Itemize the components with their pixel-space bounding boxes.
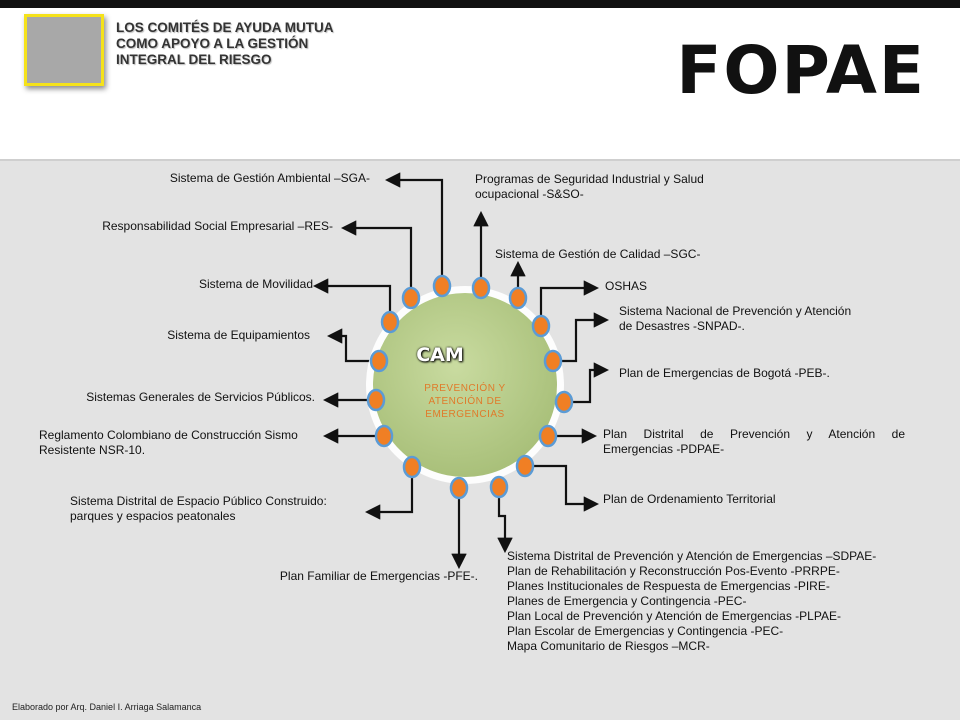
node <box>554 390 574 414</box>
list-item-plpae: Plan Local de Prevención y Atención de E… <box>507 609 841 623</box>
label-nsr10-line-2: Resistente NSR-10. <box>39 443 146 457</box>
label-pdpae-line-1: Plan Distrital de Prevención y Atención … <box>603 427 905 441</box>
label-equipamientos: Sistema de Equipamientos <box>167 328 310 342</box>
logo-placeholder <box>24 14 104 86</box>
connector-oshas <box>539 280 600 326</box>
node <box>543 349 563 373</box>
connector-sga <box>384 172 444 286</box>
connector-sdpae <box>497 487 513 554</box>
connector-movilidad <box>312 278 392 322</box>
center-subtitle-line-3: EMERGENCIAS <box>425 409 505 420</box>
node <box>515 454 535 478</box>
header-title-line-3: INTEGRAL DEL RIESGO <box>116 52 272 67</box>
list-item-pec-escolar: Plan Escolar de Emergencias y Contingenc… <box>507 624 784 638</box>
label-servicios: Sistemas Generales de Servicios Públicos… <box>86 390 315 404</box>
connector-peb <box>564 362 610 404</box>
node <box>380 310 400 334</box>
node <box>374 424 394 448</box>
node <box>432 274 452 298</box>
node <box>402 455 422 479</box>
connector-equipamientos <box>326 328 379 363</box>
label-sga: Sistema de Gestión Ambiental –SGA- <box>169 171 370 185</box>
node <box>449 476 469 500</box>
label-nsr10-line-1: Reglamento Colombiano de Construcción Si… <box>39 428 298 442</box>
center-title: CAM <box>416 344 464 366</box>
list-item-mcr: Mapa Comunitario de Riesgos –MCR- <box>507 639 710 653</box>
header <box>0 8 960 160</box>
connector-snpad <box>553 312 610 363</box>
node <box>508 286 528 310</box>
center-subtitle-line-2: ATENCIÓN DE <box>428 396 502 407</box>
list-item-pire: Planes Institucionales de Respuesta de E… <box>507 579 830 593</box>
connector-espacio-publico <box>364 467 414 520</box>
label-res: Responsabilidad Social Empresarial –RES- <box>102 219 333 233</box>
header-divider <box>0 159 960 161</box>
node <box>471 276 491 300</box>
node <box>489 475 509 499</box>
header-title-line-2: COMO APOYO A LA GESTIÓN <box>116 36 309 51</box>
list-item-pec: Planes de Emergencia y Contingencia -PEC… <box>507 594 747 608</box>
list-item-prrpe: Plan de Rehabilitación y Reconstrucción … <box>507 564 840 578</box>
brand-title: FOPAE <box>676 32 926 109</box>
label-pfe: Plan Familiar de Emergencias -PFE-. <box>279 569 478 583</box>
label-sso-line-2: ocupacional -S&SO- <box>475 187 584 201</box>
label-movilidad: Sistema de Movilidad <box>198 277 313 291</box>
label-sgc: Sistema de Gestión de Calidad –SGC- <box>495 247 701 261</box>
label-snpad-line-1: Sistema Nacional de Prevención y Atenció… <box>619 304 852 318</box>
node <box>538 424 558 448</box>
top-bar <box>0 0 960 8</box>
connector-pot <box>525 464 600 512</box>
circle-nodes <box>366 274 574 500</box>
node <box>401 286 421 310</box>
center-subtitle-line-1: PREVENCIÓN Y <box>424 383 506 394</box>
label-pdpae-line-2: Emergencias -PDPAE- <box>603 442 725 456</box>
label-sso-line-1: Programas de Seguridad Industrial y Salu… <box>475 172 704 186</box>
label-pot: Plan de Ordenamiento Territorial <box>603 492 776 506</box>
label-peb: Plan de Emergencias de Bogotá -PEB-. <box>619 366 830 380</box>
label-espacio-line-1: Sistema Distrital de Espacio Público Con… <box>70 494 327 508</box>
node <box>369 349 389 373</box>
footer-credit: Elaborado por Arq. Daniel I. Arriaga Sal… <box>12 702 202 712</box>
node <box>531 314 551 338</box>
label-espacio-line-2: parques y espacios peatonales <box>70 509 236 523</box>
label-snpad-line-2: de Desastres -SNPAD-. <box>619 319 745 333</box>
connector-res <box>340 220 413 298</box>
cam-circle-inner <box>373 293 557 477</box>
label-oshas: OSHAS <box>605 279 648 293</box>
list-item-sdpae: Sistema Distrital de Prevención y Atenci… <box>507 549 877 563</box>
header-title-line-1: LOS COMITÉS DE AYUDA MUTUA <box>116 20 334 35</box>
node <box>366 388 386 412</box>
